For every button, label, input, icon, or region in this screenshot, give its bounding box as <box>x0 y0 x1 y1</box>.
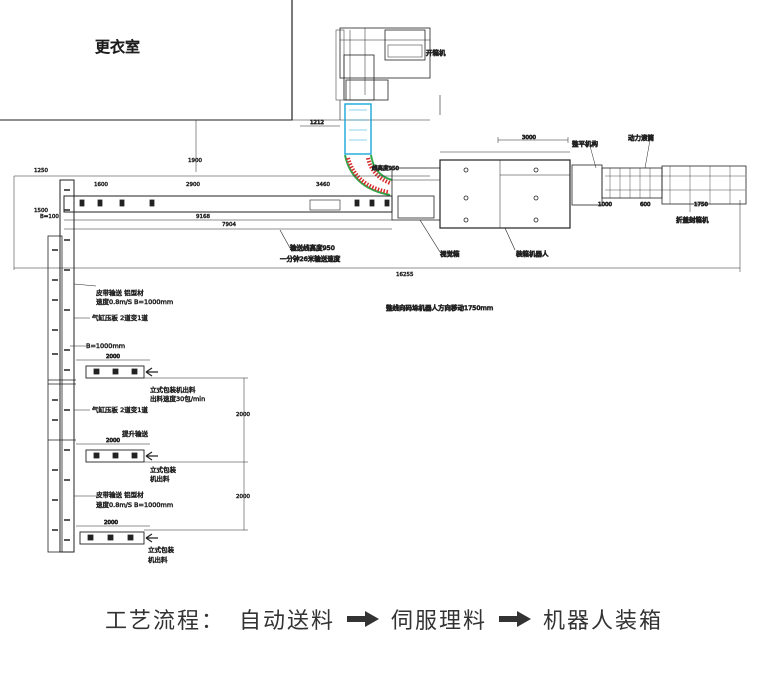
packing-robot-label: 装箱机器人 <box>516 249 549 258</box>
dim-3460: 3460 <box>316 182 330 188</box>
vision-box: 视觉箱 <box>391 167 460 258</box>
dim-9168: 9168 <box>196 214 210 220</box>
vertical-dims: 2000 2000 <box>144 377 251 531</box>
sealer-line: 整平机构 动力滚筒 1000 600 1750 折盖封箱机 <box>571 133 747 224</box>
belt-1-label: 皮带输送 铝型材 <box>96 288 144 297</box>
process-prefix: 工艺流程： <box>104 609 225 634</box>
dim-2000-a: 2000 <box>106 354 120 360</box>
b-width-label: B=1000mm <box>86 342 125 350</box>
pack-2-label-2: 机出料 <box>150 474 170 483</box>
arrow-right-icon <box>347 611 379 627</box>
layout-drawing: 更衣室 开箱机 1212 视觉箱 <box>0 0 747 564</box>
feeder-branch-2: 2000 <box>76 438 158 463</box>
process-step-3: 机器人装箱 <box>543 609 664 634</box>
cylinder-1-label: 气缸压板 2道变1道 <box>92 313 148 322</box>
line-height-label: 线高度950 <box>372 164 399 172</box>
belt-2-speed: 速度0.8m/S B=1000mm <box>96 500 173 509</box>
main-conveyor: 输送线高度950 一分钟26米输送速度 <box>63 195 393 263</box>
pack-1-speed: 出料速度30包/min <box>150 394 205 403</box>
process-step-1: 自动送料 <box>238 609 335 634</box>
vertical-feeder <box>47 179 76 553</box>
dim-1250: 1250 <box>34 168 48 174</box>
locker-room: 更衣室 <box>0 0 293 121</box>
dim-2000-v1: 2000 <box>236 412 250 418</box>
vision-box-label: 视觉箱 <box>440 249 460 258</box>
feeder-branch-3: 2000 <box>76 520 158 545</box>
conveyor-speed-label: 一分钟26米输送速度 <box>280 254 341 263</box>
dim-1000-right: 1000 <box>598 202 612 208</box>
pack-3-label: 立式包装 <box>148 545 175 554</box>
dim-1500: 1500 <box>34 208 48 214</box>
cylinder-2-label: 气缸压板 2道变1道 <box>92 405 148 414</box>
dim-7904: 7904 <box>222 222 236 228</box>
dim-3000: 3000 <box>522 135 536 141</box>
conveyor-height-label: 输送线高度950 <box>290 243 335 252</box>
dim-2900: 2900 <box>186 182 200 188</box>
case-erector-label: 开箱机 <box>426 48 446 57</box>
pack-3-label-2: 机出料 <box>148 555 168 564</box>
dim-1900: 1900 <box>188 158 202 164</box>
dim-1750: 1750 <box>694 202 708 208</box>
pack-1-label: 立式包装机出料 <box>150 385 196 394</box>
arrow-right-icon <box>499 611 532 627</box>
curved-conveyor <box>344 154 393 196</box>
line-shift-note: 整线向码垛机器人方向移动1750mm <box>386 303 493 312</box>
dim-b100: B=100 <box>40 214 59 220</box>
flattening-label: 整平机构 <box>572 139 599 148</box>
dim-1212: 1212 <box>310 120 324 126</box>
case-erector: 开箱机 1212 <box>300 27 446 126</box>
folding-sealer-label: 折盖封箱机 <box>676 215 709 224</box>
dim-1600: 1600 <box>94 182 108 188</box>
dimension-lines: 1900 1250 1600 2900 3460 16255 1500 B=10… <box>13 120 741 278</box>
power-roller-label: 动力滚筒 <box>628 133 655 142</box>
locker-room-label: 更衣室 <box>95 38 140 56</box>
dim-600: 600 <box>640 202 651 208</box>
packing-robot-cell: 3000 装箱机器人 线高度950 <box>372 135 571 258</box>
vertical-conveyor <box>344 103 372 155</box>
dim-2000-b: 2000 <box>106 438 120 444</box>
process-flow: 工艺流程： 自动送料 伺服理料 机器人装箱 <box>0 596 768 642</box>
dim-2000-v2: 2000 <box>236 494 250 500</box>
dim-16255: 16255 <box>396 272 414 278</box>
feeder-branch-1: 2000 <box>76 354 158 379</box>
lift-label: 提升输送 <box>122 429 149 438</box>
pack-2-label: 立式包装 <box>150 465 177 474</box>
belt-1-speed: 速度0.8m/S B=1000mm <box>96 297 173 306</box>
belt-2-label: 皮带输送 铝型材 <box>96 490 144 499</box>
process-step-2: 伺服理料 <box>391 609 488 634</box>
side-annotations: 皮带输送 铝型材 速度0.8m/S B=1000mm 气缸压板 2道变1道 B=… <box>70 283 205 564</box>
dim-2000-c: 2000 <box>104 520 118 526</box>
